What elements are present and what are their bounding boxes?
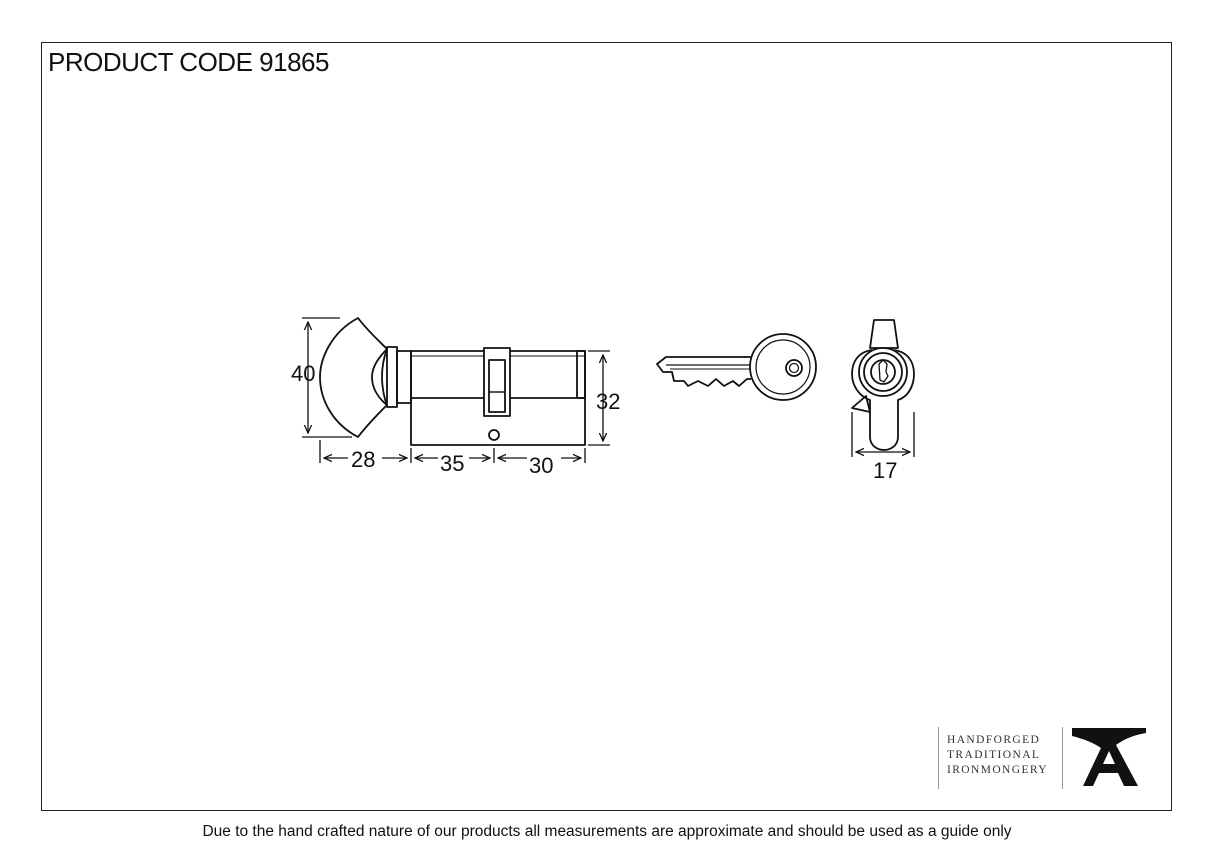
brand-divider-left — [938, 727, 939, 789]
disclaimer: Due to the hand crafted nature of our pr… — [202, 823, 1012, 840]
dimension-32 — [588, 350, 610, 446]
dimension-label-30: 30 — [529, 453, 553, 478]
dimension-40 — [302, 317, 352, 438]
dimension-label-28: 28 — [351, 447, 375, 472]
cylinder-end-view — [851, 319, 915, 451]
brand-divider-right — [1062, 727, 1063, 789]
cylinder-side-view — [319, 317, 586, 446]
dimension-label-17: 17 — [873, 458, 897, 483]
dimension-label-40: 40 — [291, 361, 315, 386]
brand-text: HANDFORGED TRADITIONAL IRONMONGERY — [947, 733, 1048, 778]
brand-line-handforged: HANDFORGED — [947, 734, 1041, 746]
dimension-label-32: 32 — [596, 389, 620, 414]
brand-line-traditional: TRADITIONAL — [947, 749, 1041, 761]
dimension-17 — [851, 412, 915, 457]
thumbturn-icon — [319, 317, 388, 438]
drawing-frame — [41, 42, 1172, 811]
key-icon — [656, 333, 817, 401]
brand-line-ironmongery: IRONMONGERY — [947, 764, 1049, 776]
anvil-a-icon — [1072, 728, 1146, 786]
product-code: PRODUCT CODE 91865 — [48, 47, 329, 77]
dimension-lengths — [319, 440, 586, 463]
dimension-label-35: 35 — [440, 451, 464, 476]
